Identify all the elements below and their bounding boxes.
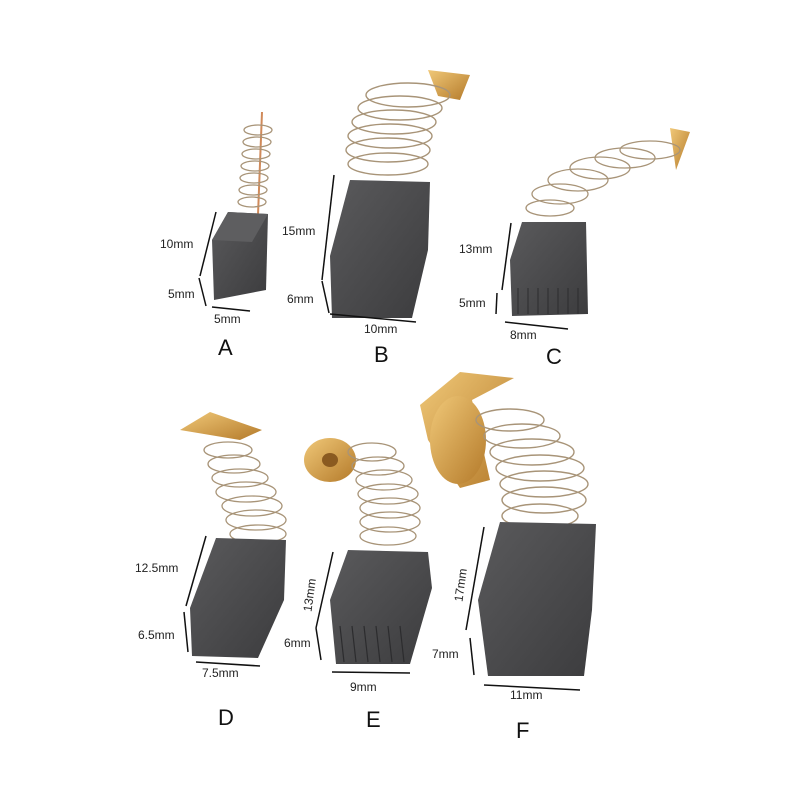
brush-a-height-label: 10mm <box>160 237 194 251</box>
brush-d-letter: D <box>218 705 234 730</box>
brush-c-height-label: 13mm <box>459 242 493 256</box>
brush-a-width-label: 5mm <box>214 312 241 326</box>
brush-e-letter: E <box>366 707 381 732</box>
brush-d-depth-label: 6.5mm <box>138 628 175 642</box>
brush-a <box>198 111 273 312</box>
brush-c-width-label: 8mm <box>510 328 537 342</box>
brush-d-height-label: 12.5mm <box>135 561 179 575</box>
brush-e-depth-label: 6mm <box>284 636 311 650</box>
brush-e <box>304 438 432 674</box>
brush-a-letter: A <box>218 335 233 360</box>
brush-b-width-label: 10mm <box>364 322 398 336</box>
brush-f-letter: F <box>516 718 530 743</box>
brush-c <box>495 128 690 330</box>
brush-b-letter: B <box>374 342 389 367</box>
brush-d-width-label: 7.5mm <box>202 666 239 680</box>
brush-b-depth-label: 6mm <box>287 292 314 306</box>
brush-f-depth-label: 7mm <box>432 647 459 661</box>
brush-d <box>180 412 287 667</box>
brush-e-width-label: 9mm <box>350 680 377 694</box>
brush-f-width-label: 11mm <box>510 688 543 702</box>
brush-c-depth-label: 5mm <box>459 296 486 310</box>
brush-c-letter: C <box>546 344 562 369</box>
brush-b-height-label: 15mm <box>282 224 316 238</box>
brush-a-depth-label: 5mm <box>168 287 195 301</box>
brush-b <box>321 70 470 323</box>
brush-f <box>420 372 596 691</box>
